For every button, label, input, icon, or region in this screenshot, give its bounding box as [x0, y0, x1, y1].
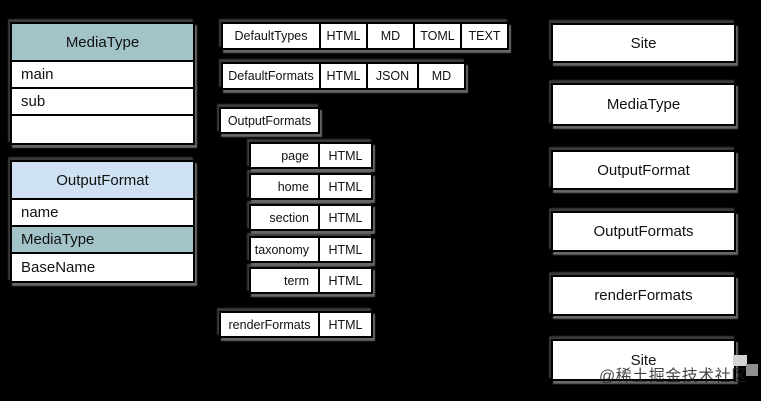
- right-box-mediatype: MediaType: [551, 83, 736, 126]
- mediatype-row-main: main: [12, 62, 193, 89]
- kind-row-home: home HTML: [249, 173, 373, 200]
- default-types-cell-toml: TOML: [413, 22, 462, 50]
- kind-row-taxonomy: taxonomy HTML: [249, 236, 373, 263]
- right-box-outputformat: OutputFormat: [551, 150, 736, 190]
- kind-format: HTML: [318, 173, 373, 200]
- right-box-renderformats: renderFormats: [551, 275, 736, 316]
- kind-row-section: section HTML: [249, 204, 373, 231]
- mediatype-row-empty: [12, 116, 193, 143]
- outputformat-row-name: name: [12, 200, 193, 227]
- kind-format: HTML: [318, 142, 373, 169]
- outputformat-row-basename: BaseName: [12, 254, 193, 281]
- outputformat-table-title: OutputFormat: [12, 162, 193, 200]
- default-formats-cell-json: JSON: [366, 62, 419, 90]
- default-types-row: DefaultTypes HTML MD TOML TEXT: [221, 22, 509, 50]
- kind-label: taxonomy: [249, 236, 320, 263]
- default-formats-label: DefaultFormats: [221, 62, 321, 90]
- kind-row-page: page HTML: [249, 142, 373, 169]
- right-box-site-top: Site: [551, 23, 736, 63]
- kind-label: home: [249, 173, 320, 200]
- render-formats-row: renderFormats HTML: [219, 311, 373, 338]
- right-box-site-bottom: Site: [551, 339, 736, 381]
- mediatype-class-table: MediaType main sub: [10, 22, 195, 145]
- outputformat-class-table: OutputFormat name MediaType BaseName: [10, 160, 195, 283]
- kind-format: HTML: [318, 267, 373, 294]
- kind-label: page: [249, 142, 320, 169]
- render-formats-label: renderFormats: [219, 311, 320, 338]
- default-types-label: DefaultTypes: [221, 22, 321, 50]
- kind-format: HTML: [318, 236, 373, 263]
- output-formats-box: OutputFormats: [219, 107, 320, 134]
- mediatype-row-sub: sub: [12, 89, 193, 116]
- default-types-cell-html: HTML: [319, 22, 368, 50]
- kind-label: term: [249, 267, 320, 294]
- default-formats-cell-md: MD: [417, 62, 466, 90]
- watermark: @稀土掘金技术社区: [599, 368, 748, 385]
- kind-row-term: term HTML: [249, 267, 373, 294]
- default-types-cell-md: MD: [366, 22, 415, 50]
- kind-label: section: [249, 204, 320, 231]
- default-formats-cell-html: HTML: [319, 62, 368, 90]
- default-types-cell-text: TEXT: [460, 22, 509, 50]
- watermark-logo-square-light: [733, 355, 747, 366]
- kind-format: HTML: [318, 204, 373, 231]
- mediatype-table-title: MediaType: [12, 24, 193, 62]
- default-formats-row: DefaultFormats HTML JSON MD: [221, 62, 466, 90]
- right-box-outputformats: OutputFormats: [551, 211, 736, 252]
- outputformat-row-mediatype: MediaType: [12, 227, 193, 254]
- watermark-logo-square-dark: [746, 364, 758, 376]
- render-formats-format: HTML: [318, 311, 373, 338]
